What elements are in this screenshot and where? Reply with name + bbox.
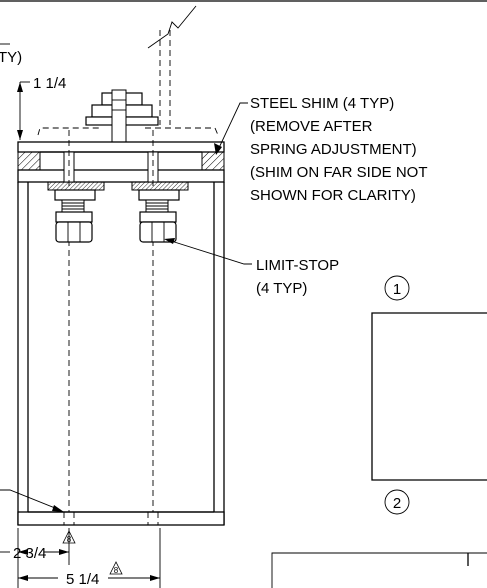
steel-shim-text-5: SHOWN FOR CLARITY) [250, 187, 416, 204]
top-plate [17, 141, 225, 153]
leader-left-bottom [0, 489, 61, 511]
hidden-line-top-right [145, 127, 219, 136]
steel-shim-left [17, 151, 41, 171]
revision-mark-1: 8 [67, 535, 72, 544]
dim-1-1-4: 1 1/4 [33, 75, 66, 92]
steel-shim-text-3: SPRING ADJUSTMENT) [250, 141, 417, 158]
clipped-label: TY) [0, 49, 22, 66]
steel-shim-text-1: STEEL SHIM (4 TYP) [250, 95, 394, 112]
limit-stop-callout: LIMIT-STOP (4 TYP) [164, 238, 339, 297]
steel-shim-right [201, 151, 225, 171]
left-bolt [47, 130, 105, 520]
break-line [147, 5, 197, 125]
limit-stop-text-2: (4 TYP) [256, 280, 307, 297]
steel-shim-text-2: (REMOVE AFTER [250, 118, 373, 135]
revision-triangle-1 [62, 530, 76, 544]
dimension-bottom-1: 2 3/4 8 [0, 528, 76, 588]
bottom-table-frame [271, 552, 487, 588]
middle-plate [17, 169, 225, 183]
steel-shim-callout: STEEL SHIM (4 TYP) (REMOVE AFTER SPRING … [214, 95, 428, 204]
callout-circle-2 [384, 489, 410, 515]
detail-box [371, 312, 487, 481]
revision-mark-2: 8 [114, 566, 119, 575]
right-bolt [131, 130, 189, 520]
callout-2-label: 2 [393, 495, 401, 512]
dimension-top: 1 1/4 [17, 75, 66, 140]
revision-triangle-2 [109, 561, 123, 575]
dim-5-1-4: 5 1/4 [66, 571, 99, 588]
limit-stop-text-1: LIMIT-STOP [256, 257, 339, 274]
hidden-line-top [37, 127, 100, 136]
dimension-bottom-2: 5 1/4 8 [18, 528, 161, 588]
callout-1-label: 1 [393, 281, 401, 298]
callout-circle-1 [384, 275, 410, 301]
dim-2-3-4: 2 3/4 [13, 545, 46, 562]
top-bolt-assembly [85, 89, 159, 146]
housing [17, 182, 225, 526]
steel-shim-text-4: (SHIM ON FAR SIDE NOT [250, 164, 428, 181]
